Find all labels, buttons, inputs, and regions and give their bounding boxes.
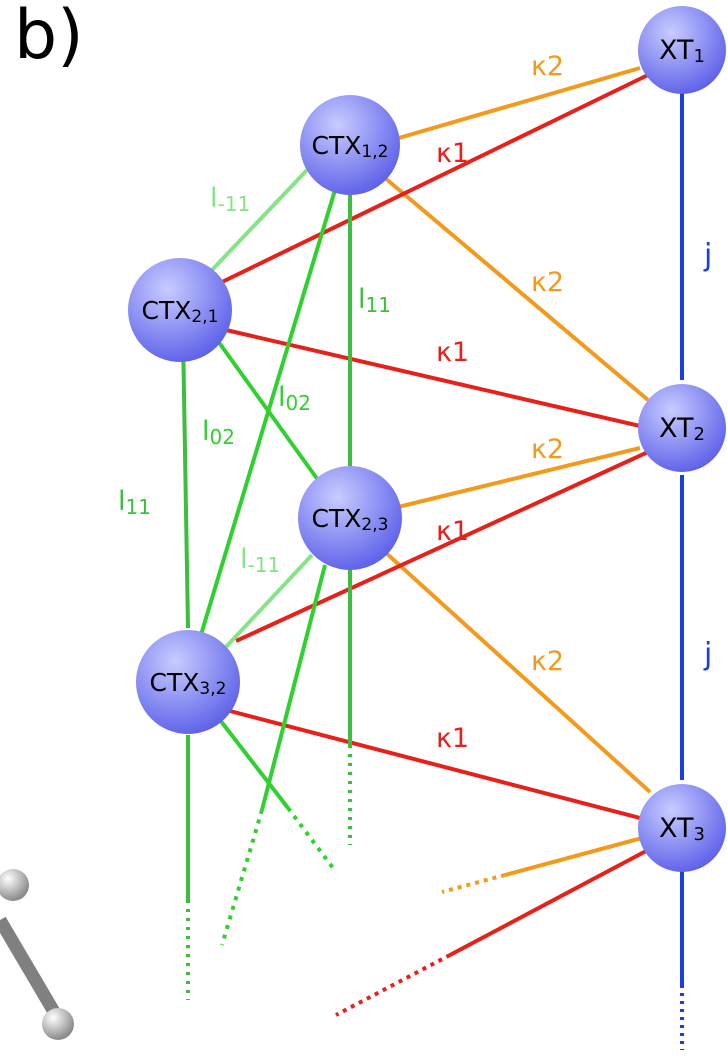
node-ctx23-label: CTX2,3 [312, 504, 389, 535]
label-l11-top-sub: 11 [366, 293, 391, 317]
label-lm11-top-sub: -11 [218, 192, 251, 216]
label-lm11-low-sub: -11 [248, 553, 281, 577]
label-l02-a-sub: 02 [286, 391, 311, 415]
edge-lm11-ctx12-ctx21 [210, 168, 309, 272]
l02-edges [198, 189, 338, 946]
edge-k2-xt3-out [504, 836, 643, 877]
node-ctx12-sub: 1,2 [361, 142, 388, 162]
edge-l02-ctx21-ctx23 [208, 328, 320, 482]
label-lm11-low-base: l [240, 544, 248, 575]
edge-l02-ctx23-out [260, 564, 327, 811]
label-l11-left-base: l [118, 486, 126, 517]
label-l11-top: l11 [358, 284, 391, 317]
node-xt2-circle [638, 384, 726, 472]
node-xt1: XT1 [638, 6, 726, 94]
label-k1-low: κ1 [436, 516, 469, 547]
node-xt2: XT2 [638, 384, 726, 472]
edge-l11-ctx21-ctx32 [181, 334, 190, 629]
panel-label: b) [14, 0, 84, 75]
node-xt1-circle [638, 6, 726, 94]
molecule-bond [0, 916, 66, 1026]
node-xt3: XT3 [638, 784, 726, 872]
edge-k1-ctx21-xt1 [221, 73, 649, 284]
node-xt2-base: XT [659, 413, 694, 444]
edge-k1-ctx21-xt2 [225, 328, 641, 428]
node-ctx12: CTX1,2 [300, 95, 400, 195]
node-xt1-base: XT [659, 35, 694, 66]
label-l02-a-base: l [278, 382, 286, 413]
label-k1-mid: κ1 [436, 337, 469, 368]
kappa2-edges [383, 66, 652, 894]
label-k1-top: κ1 [436, 138, 469, 169]
node-ctx23-base: CTX [312, 504, 362, 533]
edge-k2-ctx23-xt3 [383, 550, 652, 794]
node-xt2-sub: 2 [694, 424, 705, 445]
label-k2-bot: κ2 [531, 646, 564, 677]
label-l02-a: l02 [278, 382, 311, 415]
edge-k2-ctx23-xt2 [397, 446, 641, 509]
node-ctx12-circle [300, 95, 400, 195]
edge-l02-ctx23-dotted [220, 809, 264, 946]
label-l11-left: l11 [118, 486, 151, 519]
edge-k1-ctx32-xt2 [235, 450, 649, 643]
node-xt3-circle [638, 784, 726, 872]
node-xt3-label: XT3 [659, 813, 705, 845]
molecule-atom [42, 1008, 74, 1040]
edge-k1-dotted [335, 953, 451, 1017]
edge-l02-ctx32-out [218, 718, 290, 810]
label-l11-left-sub: 11 [126, 495, 151, 519]
edge-lm11-ctx23-ctx32 [223, 553, 314, 650]
node-ctx32-base: CTX [150, 668, 200, 697]
node-ctx32: CTX3,2 [136, 630, 240, 734]
molecule-atom [0, 869, 29, 901]
node-ctx23-circle [298, 466, 402, 570]
edge-k2-ctx12-xt1 [384, 66, 641, 144]
edge-l02-ctx32-dotted [286, 806, 338, 874]
molecule-fragment [0, 869, 74, 1040]
edge-k2-dotted [441, 873, 506, 894]
label-lm11-top-base: l [210, 183, 218, 214]
label-k2-mid: κ2 [531, 267, 564, 298]
edge-k1-ctx32-xt3 [229, 709, 641, 820]
node-ctx23: CTX2,3 [298, 466, 402, 570]
node-ctx21-label: CTX2,1 [142, 296, 219, 327]
label-l11-top-base: l [358, 284, 366, 315]
label-j-top: j [703, 238, 712, 273]
node-ctx12-label: CTX1,2 [312, 131, 389, 162]
edge-k2-ctx12-xt2 [383, 176, 650, 402]
node-ctx21: CTX2,1 [128, 258, 232, 362]
node-xt2-label: XT2 [659, 413, 705, 445]
node-ctx32-label: CTX3,2 [150, 668, 227, 699]
label-k1-bot: κ1 [436, 723, 469, 754]
node-ctx21-base: CTX [142, 296, 192, 325]
label-j-low: j [703, 637, 712, 672]
label-k2-top: κ2 [531, 51, 564, 82]
node-xt1-label: XT1 [659, 35, 705, 67]
label-l02-b: l02 [202, 416, 235, 449]
lm11-edges [210, 168, 314, 650]
edge-k1-xt3-out [449, 848, 649, 957]
node-ctx21-sub: 2,1 [191, 307, 218, 327]
edge-l02-ctx12-ctx32 [198, 189, 337, 639]
label-l02-b-base: l [202, 416, 210, 447]
kappa1-edges [221, 73, 649, 1017]
l11-edges [181, 195, 352, 1000]
label-k2-low: κ2 [531, 434, 564, 465]
label-l02-b-sub: 02 [210, 425, 235, 449]
node-xt3-base: XT [659, 813, 694, 844]
node-ctx12-base: CTX [312, 131, 362, 160]
node-xt1-sub: 1 [694, 46, 705, 67]
node-ctx23-sub: 2,3 [361, 515, 388, 535]
label-lm11-low: l-11 [240, 544, 280, 577]
node-ctx32-sub: 3,2 [199, 679, 226, 699]
label-lm11-top: l-11 [210, 183, 250, 216]
edge-labels: κ2 κ1 l-11 l11 κ2 κ1 l02 l02 j κ2 κ1 l11… [118, 51, 712, 754]
node-xt3-sub: 3 [694, 824, 705, 845]
node-ctx21-circle [128, 258, 232, 362]
node-ctx32-circle [136, 630, 240, 734]
